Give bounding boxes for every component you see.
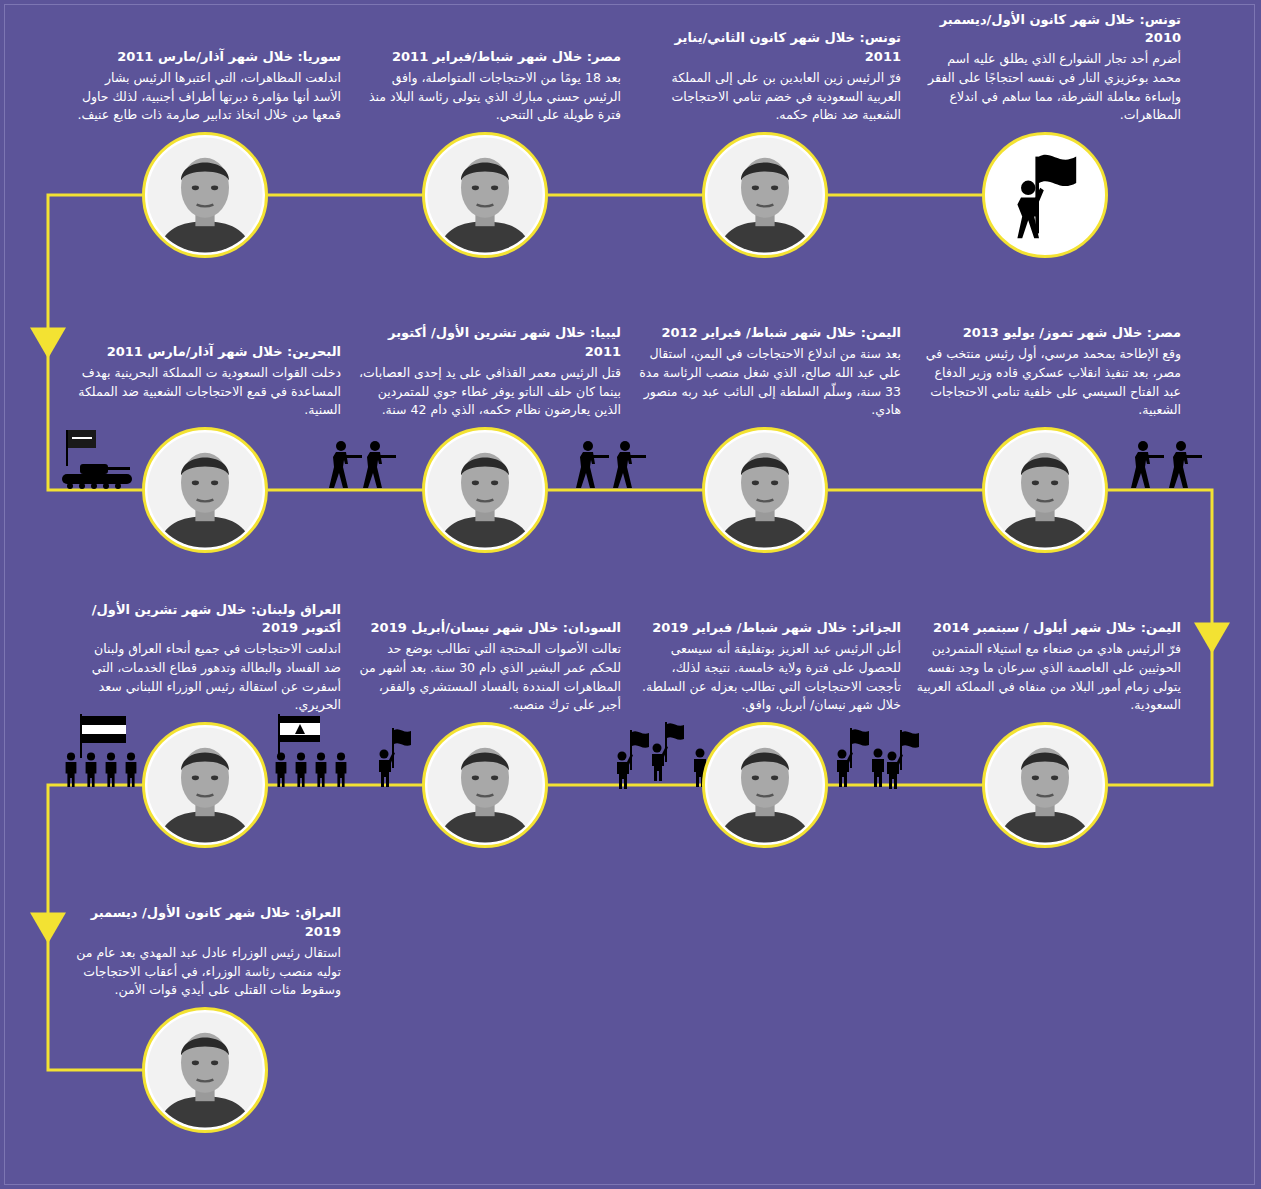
timeline-connector [30, 785, 142, 1070]
portrait [145, 430, 265, 550]
event-body: تعالت الأصوات المحتجة التي تطالب بوضع حد… [355, 640, 621, 715]
event-text: العراق: خلال شهر كانون الأول/ ديسمبر 201… [75, 904, 341, 1000]
event-heading: البحرين: خلال شهر آذار/مارس 2011 [75, 343, 341, 361]
portrait [705, 725, 825, 845]
connector-line [268, 489, 422, 492]
event-text: اليمن: خلال شهر شباط/ فبراير 2012 بعد سنة… [635, 324, 901, 420]
timeline-circle: السودان: خلال شهر نيسان/أبريل 2019تعالت … [422, 722, 548, 848]
event-body: اندلعت المظاهرات، التي اعتبرها الرئيس بش… [75, 69, 341, 125]
timeline-connector [268, 785, 422, 786]
timeline-circle: الجزائر: خلال شهر شباط/ فبراير 2019أعلن … [702, 722, 828, 848]
timeline-connector [548, 195, 702, 196]
event-heading: سوريا: خلال شهر آذار/مارس 2011 [75, 48, 341, 66]
portrait [145, 135, 265, 255]
event-heading: تونس: خلال شهر كانون الأول/ديسمبر 2010 [915, 11, 1181, 47]
event-text: اليمن: خلال شهر أيلول / سبتمبر 2014 فرّ ا… [915, 619, 1181, 715]
event-text: تونس: خلال شهر كانون الثاني/يناير 2011 فر… [635, 29, 901, 125]
portrait [145, 1010, 265, 1130]
timeline-circle: تونس: خلال شهر كانون الثاني/يناير 2011فر… [702, 132, 828, 258]
connector-line [48, 195, 142, 490]
timeline-connector [268, 490, 422, 491]
tank-icon [62, 430, 132, 489]
timeline-connector [268, 195, 422, 196]
arrow-head [30, 328, 66, 359]
event-heading: السودان: خلال شهر نيسان/أبريل 2019 [355, 619, 621, 637]
timeline-circle: اليمن: خلال شهر شباط/ فبراير 2012بعد سنة… [702, 427, 828, 553]
event-text: الجزائر: خلال شهر شباط/ فبراير 2019 أعلن … [635, 619, 901, 715]
portrait [145, 725, 265, 845]
connector-line [1108, 490, 1212, 785]
event-heading: اليمن: خلال شهر أيلول / سبتمبر 2014 [915, 619, 1181, 637]
portrait [985, 430, 1105, 550]
timeline-connector [828, 490, 982, 491]
event-text: مصر: خلال شهر شباط/فبراير 2011 بعد 18 يوم… [355, 48, 621, 125]
event-heading: اليمن: خلال شهر شباط/ فبراير 2012 [635, 324, 901, 342]
portrait [425, 135, 545, 255]
connector-line [268, 784, 422, 787]
timeline-connector [548, 490, 702, 491]
connector-line [268, 194, 422, 197]
timeline-circle: ليبيا: خلال شهر تشرين الأول/ أكتوبر 2011… [422, 427, 548, 553]
connector-line [828, 489, 982, 492]
event-text: العراق ولبنان: خلال شهر تشرين الأول/أكتو… [75, 601, 341, 715]
protester-icon [985, 135, 1105, 255]
timeline-connector [30, 195, 142, 490]
event-heading: مصر: خلال شهر تموز/ يوليو 2013 [915, 324, 1181, 342]
connector-line [828, 194, 982, 197]
event-body: فرّ الرئيس هادي من صنعاء مع استيلاء المت… [915, 640, 1181, 715]
iraq-marchers-icon [66, 714, 137, 787]
event-body: دخلت القوات السعودية ت المملكة البحرينية… [75, 364, 341, 420]
event-text: السودان: خلال شهر نيسان/أبريل 2019 تعالت … [355, 619, 621, 715]
timeline-connector [828, 195, 982, 196]
event-text: تونس: خلال شهر كانون الأول/ديسمبر 2010أض… [915, 11, 1181, 125]
event-heading: مصر: خلال شهر شباط/فبراير 2011 [355, 48, 621, 66]
event-body: وقع الإطاحة بمحمد مرسي، أول رئيس منتخب ف… [915, 345, 1181, 420]
timeline-circle: العراق ولبنان: خلال شهر تشرين الأول/أكتو… [142, 722, 268, 848]
event-body: بعد سنة من اندلاع الاحتجاجات في اليمن، ا… [635, 345, 901, 420]
event-body: بعد 18 يومًا من الاحتجاجات المتواصلة، وا… [355, 69, 621, 125]
lebanon-marchers-icon [276, 714, 347, 787]
event-body: اندلعت الاحتجاجات في جميع أنحاء العراق و… [75, 640, 341, 715]
timeline-circle: مصر: خلال شهر تموز/ يوليو 2013وقع الإطاح… [982, 427, 1108, 553]
timeline-connector [1108, 490, 1230, 785]
event-body: استقال رئيس الوزراء عادل عبد المهدي بعد … [75, 944, 341, 1000]
event-text: مصر: خلال شهر تموز/ يوليو 2013 وقع الإطاح… [915, 324, 1181, 420]
portrait [705, 135, 825, 255]
event-body: أعلن الرئيس عبد العزيز بوتفليقة أنه سيسع… [635, 640, 901, 715]
event-heading: الجزائر: خلال شهر شباط/ فبراير 2019 [635, 619, 901, 637]
event-body: فرّ الرئيس زين العابدين بن علي إلى الممل… [635, 69, 901, 125]
timeline-circle: سوريا: خلال شهر آذار/مارس 2011اندلعت الم… [142, 132, 268, 258]
arrow-head [1194, 623, 1230, 654]
timeline-connector [828, 785, 982, 786]
connector-line [548, 489, 702, 492]
arrow-head [30, 913, 66, 944]
timeline-circle: مصر: خلال شهر شباط/فبراير 2011بعد 18 يوم… [422, 132, 548, 258]
connector-line [48, 785, 142, 1070]
timeline-circle: العراق: خلال شهر كانون الأول/ ديسمبر 201… [142, 1007, 268, 1133]
event-heading: ليبيا: خلال شهر تشرين الأول/ أكتوبر 2011 [355, 324, 621, 360]
event-text: سوريا: خلال شهر آذار/مارس 2011 اندلعت الم… [75, 48, 341, 125]
portrait [705, 430, 825, 550]
event-heading: العراق ولبنان: خلال شهر تشرين الأول/أكتو… [75, 601, 341, 637]
connector-line [828, 784, 982, 787]
portrait [425, 430, 545, 550]
event-text: البحرين: خلال شهر آذار/مارس 2011 دخلت الق… [75, 343, 341, 420]
event-body: أضرم أحد تجار الشوارع الذي يطلق عليه اسم… [915, 50, 1181, 125]
portrait [425, 725, 545, 845]
event-heading: تونس: خلال شهر كانون الثاني/يناير 2011 [635, 29, 901, 65]
portrait [985, 725, 1105, 845]
event-text: ليبيا: خلال شهر تشرين الأول/ أكتوبر 2011… [355, 324, 621, 420]
timeline-circle: تونس: خلال شهر كانون الأول/ديسمبر 2010أض… [982, 132, 1108, 258]
event-body: قتل الرئيس معمر القذافي على يد إحدى العص… [355, 364, 621, 420]
event-heading: العراق: خلال شهر كانون الأول/ ديسمبر 201… [75, 904, 341, 940]
timeline-circle: اليمن: خلال شهر أيلول / سبتمبر 2014فرّ ا… [982, 722, 1108, 848]
connector-line [548, 194, 702, 197]
timeline-circle: البحرين: خلال شهر آذار/مارس 2011دخلت الق… [142, 427, 268, 553]
